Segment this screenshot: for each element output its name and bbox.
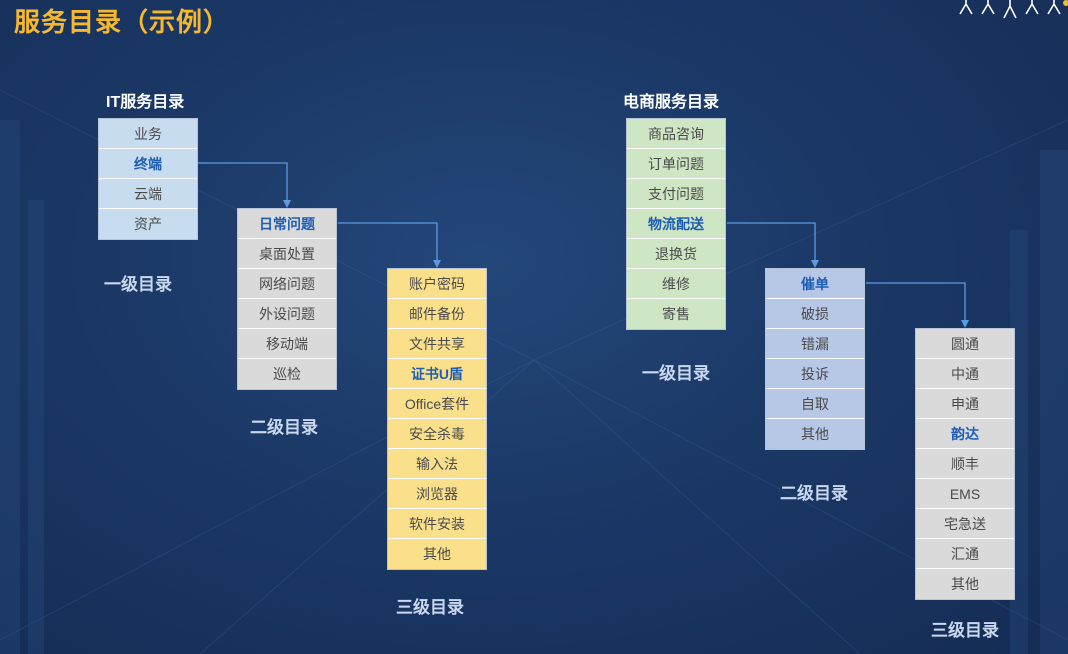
catalog-item: 浏览器 [388, 479, 486, 509]
it-level1-label: 一级目录 [104, 270, 172, 295]
ecom-level1-column: 商品咨询订单问题支付问题物流配送退换货维修寄售 [626, 118, 726, 330]
catalog-item: 宅急送 [916, 509, 1014, 539]
page-title: 服务目录（示例） [14, 2, 230, 39]
catalog-item: EMS [916, 479, 1014, 509]
catalog-item: 寄售 [627, 299, 725, 329]
catalog-item: 中通 [916, 359, 1014, 389]
catalog-item: 网络问题 [238, 269, 336, 299]
catalog-item: 圆通 [916, 329, 1014, 359]
catalog-item: 破损 [766, 299, 864, 329]
catalog-item: 其他 [766, 419, 864, 449]
catalog-item: 订单问题 [627, 149, 725, 179]
catalog-item: 外设问题 [238, 299, 336, 329]
it-level3-label: 三级目录 [396, 593, 464, 618]
catalog-item: 申通 [916, 389, 1014, 419]
catalog-item: Office套件 [388, 389, 486, 419]
catalog-item: 支付问题 [627, 179, 725, 209]
catalog-item: 顺丰 [916, 449, 1014, 479]
catalog-item: 汇通 [916, 539, 1014, 569]
it-level1-column: 业务终端云端资产 [98, 118, 198, 240]
it-connector-2-3 [338, 223, 437, 262]
catalog-item: 云端 [99, 179, 197, 209]
catalog-item: 安全杀毒 [388, 419, 486, 449]
arrowhead-icon [283, 200, 291, 208]
it-level2-label: 二级目录 [250, 413, 318, 438]
catalog-item: 文件共享 [388, 329, 486, 359]
ecom-catalog-title: 电商服务目录 [623, 88, 719, 112]
arrowhead-icon [811, 260, 819, 268]
catalog-item: 桌面处置 [238, 239, 336, 269]
catalog-item: 韵达 [916, 419, 1014, 449]
catalog-item: 维修 [627, 269, 725, 299]
catalog-item: 其他 [388, 539, 486, 569]
ecom-level1-label: 一级目录 [642, 359, 710, 384]
ecom-connector-2-3 [866, 283, 965, 322]
catalog-item: 账户密码 [388, 269, 486, 299]
catalog-item: 资产 [99, 209, 197, 239]
catalog-item: 业务 [99, 119, 197, 149]
catalog-item: 其他 [916, 569, 1014, 599]
ecom-level3-label: 三级目录 [931, 616, 999, 641]
catalog-item: 退换货 [627, 239, 725, 269]
catalog-item: 物流配送 [627, 209, 725, 239]
ecom-level2-label: 二级目录 [780, 479, 848, 504]
catalog-item: 证书U盾 [388, 359, 486, 389]
catalog-item: 自取 [766, 389, 864, 419]
catalog-item: 催单 [766, 269, 864, 299]
catalog-item: 投诉 [766, 359, 864, 389]
catalog-item: 巡检 [238, 359, 336, 389]
catalog-item: 邮件备份 [388, 299, 486, 329]
ecom-connector-1-2 [727, 223, 815, 262]
catalog-item: 错漏 [766, 329, 864, 359]
arrowhead-icon [433, 260, 441, 268]
catalog-item: 移动端 [238, 329, 336, 359]
it-level2-column: 日常问题桌面处置网络问题外设问题移动端巡检 [237, 208, 337, 390]
catalog-item: 日常问题 [238, 209, 336, 239]
it-connector-1-2 [198, 163, 287, 202]
arrowhead-icon [961, 320, 969, 328]
catalog-item: 输入法 [388, 449, 486, 479]
ecom-level2-column: 催单破损错漏投诉自取其他 [765, 268, 865, 450]
catalog-item: 商品咨询 [627, 119, 725, 149]
people-decoration-icon [958, 0, 1068, 22]
catalog-item: 软件安装 [388, 509, 486, 539]
it-catalog-title: IT服务目录 [106, 88, 184, 112]
catalog-item: 终端 [99, 149, 197, 179]
